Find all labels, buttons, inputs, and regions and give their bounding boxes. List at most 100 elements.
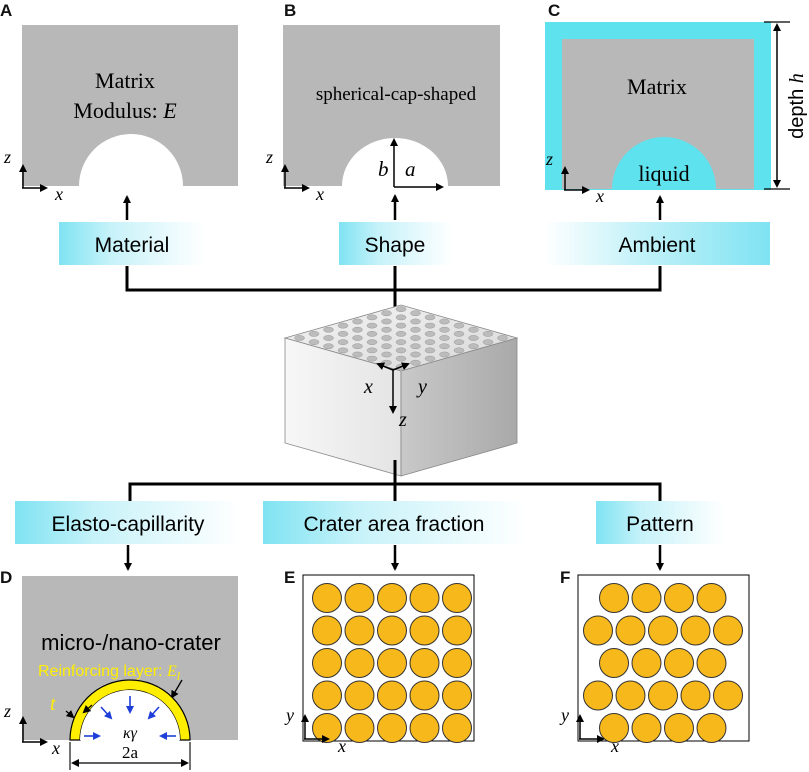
axes-xz: z x [3,147,63,204]
width-dimension: 2a [69,742,191,770]
cube-crater-dot [308,331,320,337]
crater-dot [409,583,440,613]
cube-crater-dot [395,355,407,362]
crater-dot [377,713,407,743]
crater-dot [696,648,727,678]
cube-crater-dot [337,347,349,354]
cube-crater-dot [482,331,494,337]
crater-dot [409,648,440,678]
crater-dot [312,583,342,613]
cube-crater-dot [424,347,436,354]
matrix-label: Matrix [95,68,155,93]
panel-d: D micro-/nano-crater Reinforcing layer: … [0,568,238,770]
crater-dot [648,680,678,711]
cube-crater-dot [366,339,378,345]
panel-f: F y x [559,568,750,756]
cube-crater-dot [439,343,450,350]
cube-crater-dot [381,335,392,341]
cube-crater-dot [410,318,421,325]
crater-dot [442,680,472,711]
axis-y-label: y [284,705,294,725]
cube-crater-dot [366,322,378,329]
shape-title: spherical-cap-shaped [316,84,477,105]
panel-a: A Matrix Modulus: E z x [0,1,238,204]
pattern-box: Pattern [596,501,724,544]
crater-dot [344,583,375,613]
shape-box: Shape [339,222,452,265]
cube-crater-dot [395,331,407,337]
crater-dot [631,713,662,743]
cube-crater-dot [352,318,363,325]
liquid-label: liquid [638,161,689,186]
cube-crater-dot [482,339,494,345]
crater-dot [648,615,678,646]
dim-b-label: b [378,157,389,181]
axes-xz: z x [3,701,60,758]
panel-b: B spherical-cap-shaped b a z x [265,1,500,204]
material-label: Material [95,234,170,257]
matrix-label: Matrix [627,74,687,99]
cube-crater-dot [352,343,363,350]
crater-dot [680,615,711,646]
cube-crater-dot [395,339,407,345]
cube-crater-dot [308,339,320,345]
cube-crater-dot [453,331,465,337]
ambient-box: Ambient [544,222,770,265]
crater-dot [680,680,711,711]
crater-dot [713,615,743,646]
ambient-label: Ambient [618,234,695,257]
axis-y-label: y [559,705,569,725]
cube-crater-dot [424,339,436,345]
cube-crater-dot [468,343,479,350]
panel-letter-f: F [560,568,570,587]
elasto-label: Elasto-capillarity [52,513,205,536]
cube-crater-dot [410,326,421,333]
cube-crater-dot [366,355,378,362]
axis-x-label: x [315,184,324,204]
axis-x-label: x [595,186,604,206]
crater-dot [664,648,694,678]
axes-xy: y x [284,705,346,756]
crater-dot [615,680,646,711]
matrix-block [22,576,238,740]
cube-crater-dot [410,343,421,350]
square-array [312,583,472,743]
panel-letter-d: D [0,568,12,587]
crater-dot [583,680,613,711]
crater-cavity [80,690,180,740]
depth-dimension: depth h [764,21,808,190]
axes-xz: z x [545,149,604,206]
cube-crater-dot [352,335,363,341]
modulus-label: Modulus: E [73,98,177,123]
crater-dot [696,713,727,743]
crater-dot [377,615,407,646]
cube-crater-dot [352,351,363,358]
cube-crater-dot [381,359,392,366]
cube-crater-dot [395,347,407,354]
panel-letter-a: A [0,1,12,20]
crater-dot [696,583,727,613]
kappa-gamma-label: κγ [123,725,138,742]
axis-z-label: z [3,147,11,167]
axis-x-label: x [337,736,346,756]
cube-axes: x y z [363,362,427,431]
crater-dot [377,583,407,613]
panel-e: E y x [284,568,475,756]
cube-crater-dot [381,326,392,333]
material-box: Material [59,222,205,265]
cube-crater-dot [337,339,349,345]
cube-crater-dot [352,326,363,333]
crater-fraction-box: Crater area fraction [263,501,526,544]
crater-title: micro-/nano-crater [41,630,221,655]
crater-dot [664,713,694,743]
cube-crater-dot [424,322,436,329]
cube-axis-y: y [416,376,427,398]
cube-crater-dot [424,314,436,321]
capillary-force-arrows [84,696,176,740]
crater-dot [599,583,629,613]
cube-crater-dot [337,322,349,329]
cube-crater-dots [294,306,508,370]
cube-crater-dot [381,310,392,317]
cube-crater-dot [439,351,450,358]
dim-a-label: a [405,157,416,181]
